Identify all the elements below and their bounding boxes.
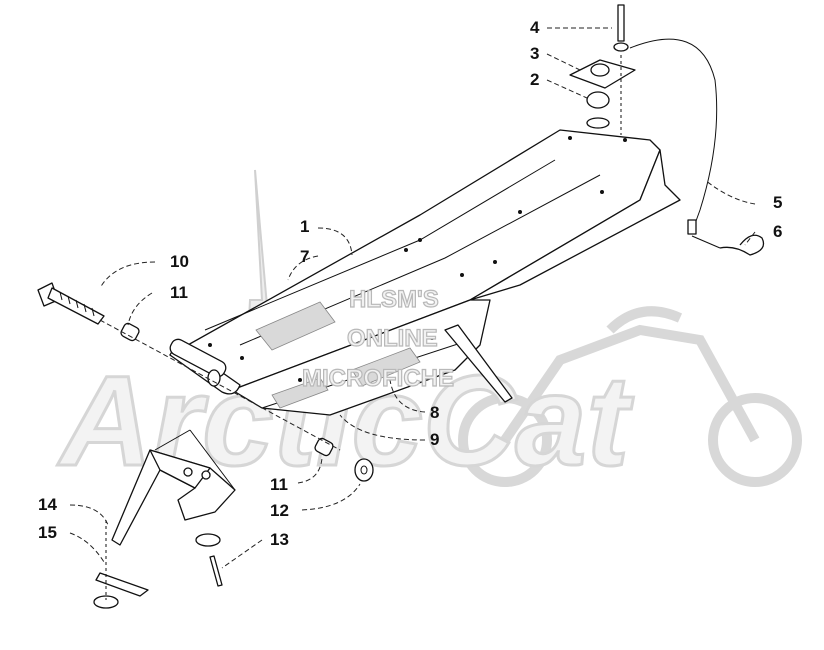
callout-3: 3 (530, 44, 539, 63)
callout-11-top: 11 (170, 283, 188, 302)
callout-8: 8 (430, 403, 439, 422)
mount-assembly (569, 4, 636, 135)
washer-13 (195, 533, 221, 547)
callout-13: 13 (270, 530, 289, 549)
pin-4 (617, 4, 625, 42)
callout-12: 12 (270, 501, 289, 520)
plate-14 (95, 572, 149, 597)
callout-7: 7 (300, 247, 309, 266)
watermark-overlay: HLSM'S ONLINE MICROFICHE (301, 285, 454, 392)
leader-lines (69, 27, 756, 569)
callout-10: 10 (170, 252, 189, 271)
callout-2: 2 (530, 70, 539, 89)
callout-6: 6 (773, 222, 782, 241)
callout-5: 5 (773, 193, 782, 212)
chassis-part (169, 117, 681, 416)
callout-15: 15 (38, 523, 57, 542)
front-rod (169, 338, 227, 387)
decal-7 (255, 301, 336, 351)
washer-15 (93, 595, 119, 609)
clip-6 (719, 234, 765, 256)
callout-14: 14 (38, 495, 57, 514)
screw-13 (209, 555, 223, 587)
watermark-line2: ONLINE (347, 325, 438, 352)
bracket (111, 429, 236, 546)
callout-1: 1 (300, 217, 309, 236)
watermark-line1: HLSM'S (349, 286, 439, 313)
bolt-10 (37, 282, 105, 325)
callout-labels: 4 3 2 5 6 1 7 10 11 8 9 11 12 13 14 15 (38, 18, 782, 549)
decal-9 (271, 377, 329, 409)
callout-11-bottom: 11 (270, 475, 288, 494)
callout-4: 4 (530, 18, 540, 37)
washer-12 (354, 458, 374, 482)
lanyard-5 (629, 38, 718, 233)
spacer-11-top (120, 322, 140, 342)
watermark-line3: MICROFICHE (302, 365, 454, 392)
spacer-11-bottom (314, 437, 334, 457)
lanyard-assembly (629, 38, 765, 256)
chassis-holes (208, 136, 627, 382)
grommet-2 (586, 91, 610, 109)
callout-9: 9 (430, 430, 439, 449)
blade (444, 324, 513, 403)
decal-8 (351, 347, 421, 387)
